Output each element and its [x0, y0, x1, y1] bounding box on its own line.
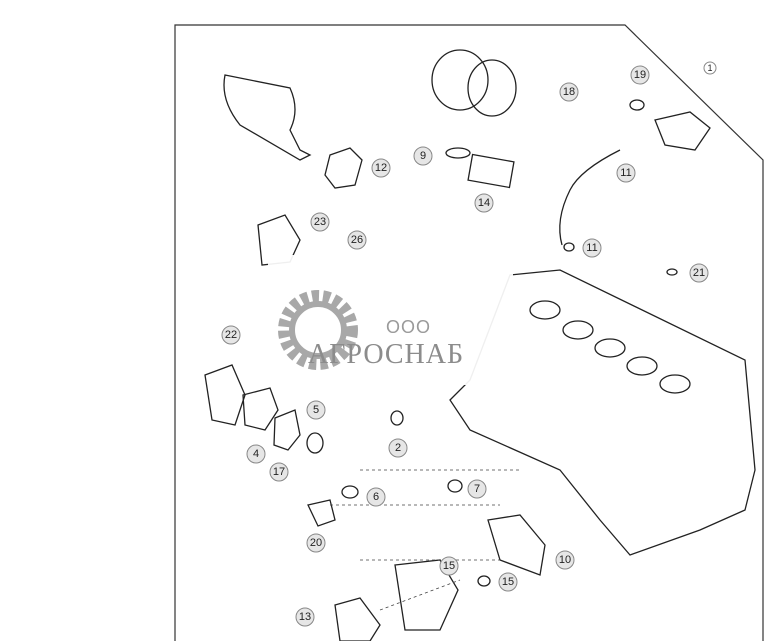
starter-gasket	[324, 147, 363, 189]
callout-label: 23	[314, 216, 326, 228]
callout-label: 9	[420, 150, 426, 162]
callout-13: 13	[295, 607, 315, 627]
callout-15: 15	[498, 572, 518, 592]
callout-7: 7	[467, 479, 487, 499]
oil-tube	[559, 149, 621, 246]
callout-label: 14	[478, 197, 490, 209]
callout-18: 18	[559, 82, 579, 102]
callout-label: 4	[253, 448, 259, 460]
callout-label: 21	[693, 267, 705, 279]
callout-23: 23	[310, 212, 330, 232]
callout-label: 11	[586, 242, 597, 254]
cylinder-bores	[529, 300, 691, 394]
callout-label: 13	[299, 611, 311, 623]
callout-4: 4	[246, 444, 266, 464]
pump-housing	[654, 111, 711, 151]
callout-15: 15	[439, 556, 459, 576]
callout-label: 5	[313, 404, 319, 416]
callout-label: 19	[634, 69, 646, 81]
callout-label: 15	[443, 560, 455, 572]
callout-20: 20	[306, 533, 326, 553]
gasket-small	[445, 147, 471, 159]
callout-label: 1	[707, 63, 712, 73]
watermark-name: АГРОСНАБ	[308, 339, 465, 370]
watermark-logo: ООО АГРОСНАБ	[268, 255, 513, 385]
callout-label: 11	[620, 167, 631, 179]
callout-label: 12	[375, 162, 387, 174]
callout-label: 15	[502, 576, 514, 588]
callout-26: 26	[347, 230, 367, 250]
callout-9: 9	[413, 146, 433, 166]
callout-22: 22	[221, 325, 241, 345]
flange-20	[307, 499, 336, 527]
callout-2: 2	[388, 438, 408, 458]
callout-14: 14	[474, 193, 494, 213]
parts-drawings	[204, 49, 756, 641]
callout-label: 22	[225, 329, 237, 341]
callout-label: 10	[559, 554, 571, 566]
turbocharger	[431, 49, 489, 111]
oil-cooler	[394, 559, 459, 631]
callout-label: 6	[373, 491, 379, 503]
callout-label: 7	[474, 483, 480, 495]
callout-label: 17	[273, 466, 285, 478]
callout-6: 6	[366, 487, 386, 507]
callout-label: 18	[563, 86, 575, 98]
gasket-17	[273, 409, 301, 451]
gear-logo-icon	[278, 290, 358, 370]
callout-19: 19	[630, 65, 650, 85]
callout-1: 1	[703, 61, 717, 75]
gasket-22	[204, 364, 246, 426]
cover-13	[334, 597, 381, 641]
turbo-gasket	[467, 153, 515, 189]
callout-11: 11	[582, 238, 602, 258]
callout-10: 10	[555, 550, 575, 570]
front-cover	[257, 214, 301, 266]
engine-block	[449, 269, 756, 556]
diagram-frame	[174, 24, 764, 641]
gasket-4	[242, 387, 279, 431]
callout-21: 21	[689, 263, 709, 283]
callout-12: 12	[371, 158, 391, 178]
callout-5: 5	[306, 400, 326, 420]
callouts: 1 19 18 12 9 14 11 11 21 23 26 22 5 2 4 17 6 7 20 10 15 15 13	[221, 61, 717, 627]
callout-label: 26	[351, 234, 363, 246]
watermark-prefix: ООО	[386, 317, 432, 337]
callout-label: 20	[310, 537, 322, 549]
oil-pan-gasket	[487, 514, 546, 576]
callout-11: 11	[616, 163, 636, 183]
starter-motor	[223, 74, 312, 161]
callout-label: 2	[395, 442, 401, 454]
callout-17: 17	[269, 462, 289, 482]
